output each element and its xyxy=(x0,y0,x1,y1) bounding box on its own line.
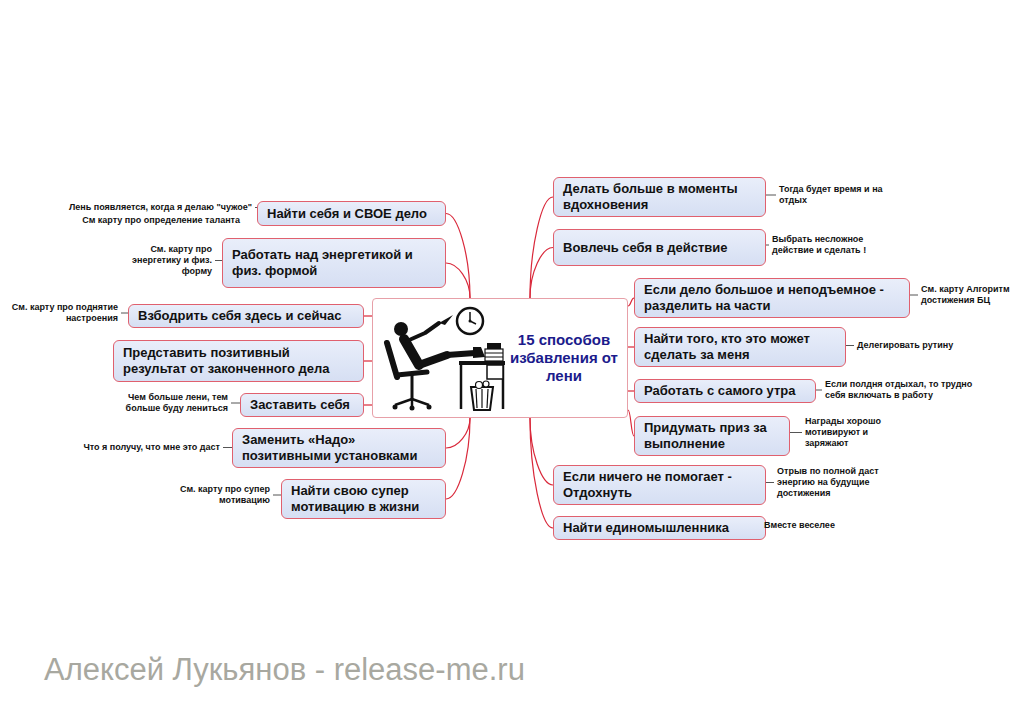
branch-topic: Найти свою супер мотивацию в жизни xyxy=(281,479,446,519)
note-text: Чем больше лени, тем больше буду ленитьс… xyxy=(110,392,228,414)
note-text: См. карту Алгоритм достижения БЦ xyxy=(921,284,1017,306)
topic-text: Если ничего не помогает - Отдохнуть xyxy=(563,469,756,501)
branch-topic: Работать над энергетикой и физ. формой xyxy=(222,238,446,288)
note-text: См. карту про супер мотивацию xyxy=(160,484,270,506)
topic-text: Если дело большое и неподъемное - раздел… xyxy=(644,282,900,314)
leader-line xyxy=(231,403,240,404)
note-text: Вместе веселее xyxy=(764,520,854,531)
leader-line xyxy=(273,495,281,496)
branch-topic: Если дело большое и неподъемное - раздел… xyxy=(634,278,910,318)
note-text: См. карту про поднятие настроения xyxy=(6,302,118,324)
leader-line xyxy=(215,260,222,261)
note-text: Что я получу, что мне это даст xyxy=(60,442,220,453)
branch-connector xyxy=(364,315,372,316)
note-text: См карту про определение таланта xyxy=(60,215,240,226)
note-text: Отрыв по полной даст энергию на будущие … xyxy=(777,466,895,499)
branch-connector xyxy=(364,404,372,405)
leader-line xyxy=(816,390,822,391)
note-text: Награды хорошо мотивируют и заряжают xyxy=(805,416,897,449)
note-text: Выбрать несложное действие и сделать ! xyxy=(772,234,882,256)
topic-text: Делать больше в моменты вдохновения xyxy=(563,181,756,213)
topic-text: Работать над энергетикой и физ. формой xyxy=(232,247,436,279)
topic-text: Найти единомышленника xyxy=(563,520,756,536)
central-title: 15 способов избавления от лени xyxy=(509,331,619,385)
leader-line xyxy=(766,482,774,483)
topic-text: Вовлечь себя в действие xyxy=(563,240,756,256)
topic-text: Найти свою супер мотивацию в жизни xyxy=(291,483,436,515)
note-text: См. карту про энергетику и физ. форму xyxy=(112,244,212,277)
branch-connector xyxy=(446,418,470,499)
topic-text: Взбодрить себя здесь и сейчас xyxy=(138,308,354,324)
branch-connector xyxy=(530,197,553,298)
leader-line xyxy=(846,345,854,346)
note-text: Если полдня отдыхал, то трудно себя вклю… xyxy=(825,379,985,401)
leader-line xyxy=(766,195,776,196)
branch-topic: Взбодрить себя здесь и сейчас xyxy=(128,304,364,328)
topic-text: Найти того, кто это может сделать за мен… xyxy=(644,331,836,363)
branch-topic: Придумать приз за выполнение xyxy=(634,416,790,456)
branch-topic: Найти единомышленника xyxy=(553,516,766,540)
topic-text: Работать с самого утра xyxy=(644,383,806,399)
leader-line xyxy=(790,432,802,433)
note-text: Лень появляется, когда я делаю "чужое" xyxy=(27,202,252,213)
leader-line xyxy=(121,313,128,314)
branch-topic: Представить позитивный результат от зако… xyxy=(113,340,364,382)
branch-connector xyxy=(446,214,470,299)
branch-connector xyxy=(364,360,372,361)
branch-topic: Если ничего не помогает - Отдохнуть xyxy=(553,465,766,505)
branch-connector xyxy=(446,263,470,298)
leader-line xyxy=(223,447,232,448)
branch-topic: Заменить «Надо» позитивными установками xyxy=(232,428,446,468)
branch-topic: Вовлечь себя в действие xyxy=(553,229,766,266)
branch-connector xyxy=(446,418,470,448)
lazy-worker-illustration xyxy=(377,301,507,415)
note-text: Тогда будет время и на отдых xyxy=(779,184,884,206)
branch-connector xyxy=(530,248,553,299)
watermark: Алексей Лукьянов - release-me.ru xyxy=(44,652,644,688)
branch-connector xyxy=(530,418,553,528)
topic-text: Заменить «Надо» позитивными установками xyxy=(242,432,436,464)
central-topic: 15 способов избавления от лени xyxy=(372,298,628,418)
topic-text: Придумать приз за выполнение xyxy=(644,420,780,452)
topic-text: Заставить себя xyxy=(250,397,354,413)
note-text: Делегировать рутину xyxy=(857,340,967,351)
branch-topic: Найти себя и СВОЕ дело xyxy=(257,201,446,226)
topic-text: Представить позитивный результат от зако… xyxy=(123,345,354,377)
branch-topic: Делать больше в моменты вдохновения xyxy=(553,177,766,217)
leader-line xyxy=(910,295,918,296)
leader-line xyxy=(766,245,769,246)
branch-topic: Найти того, кто это может сделать за мен… xyxy=(634,327,846,367)
branch-topic: Заставить себя xyxy=(240,393,364,417)
branch-topic: Работать с самого утра xyxy=(634,379,816,403)
topic-text: Найти себя и СВОЕ дело xyxy=(267,206,436,222)
